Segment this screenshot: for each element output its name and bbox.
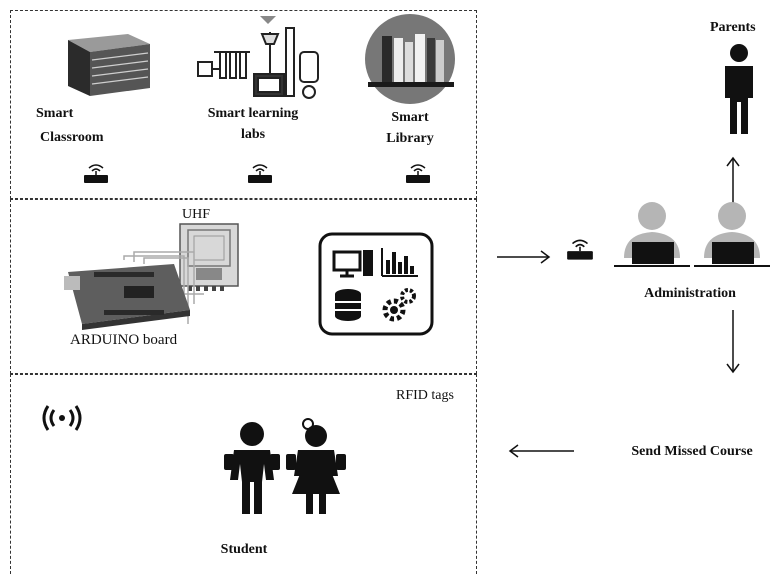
lab-equipment-icon bbox=[197, 16, 319, 99]
parents-label: Parents bbox=[710, 20, 756, 35]
smart-library-label: Smart Library bbox=[386, 110, 434, 146]
arrow-to-student bbox=[508, 444, 574, 458]
rfid-reader-icon bbox=[248, 164, 272, 183]
student-figures-icon bbox=[224, 418, 346, 514]
uhf-reader-module bbox=[179, 223, 239, 291]
arrow-to-send-missed-course bbox=[726, 310, 740, 374]
smart-learning-labs-label: Smart learning labs bbox=[207, 106, 299, 142]
data-processing-icon bbox=[318, 232, 434, 336]
rfid-reader-icon bbox=[567, 239, 593, 260]
arrow-to-administration bbox=[497, 250, 551, 264]
library-books-icon bbox=[365, 14, 455, 104]
top-panel bbox=[10, 10, 477, 199]
administration-label: Administration bbox=[644, 286, 736, 301]
parent-icon bbox=[725, 44, 753, 134]
server-icon bbox=[68, 34, 150, 96]
bottom-panel bbox=[10, 374, 477, 574]
smart-classroom-label: Smart Classroom bbox=[36, 106, 104, 145]
arrow-to-parents bbox=[726, 156, 740, 210]
middle-panel bbox=[10, 199, 477, 374]
administrator-icon bbox=[614, 202, 690, 267]
uhf-label: UHF bbox=[182, 207, 211, 222]
rfid-tags-label: RFID tags bbox=[396, 388, 454, 403]
arduino-board-label: ARDUINO board bbox=[70, 332, 178, 348]
student-label: Student bbox=[220, 542, 268, 557]
rfid-reader-icon bbox=[406, 164, 430, 183]
wireless-signal-icon bbox=[42, 405, 82, 431]
arduino-board bbox=[64, 251, 204, 330]
send-missed-course-label: Send Missed Course bbox=[631, 444, 753, 459]
administrator-icon bbox=[694, 202, 770, 267]
rfid-reader-icon bbox=[84, 164, 108, 183]
